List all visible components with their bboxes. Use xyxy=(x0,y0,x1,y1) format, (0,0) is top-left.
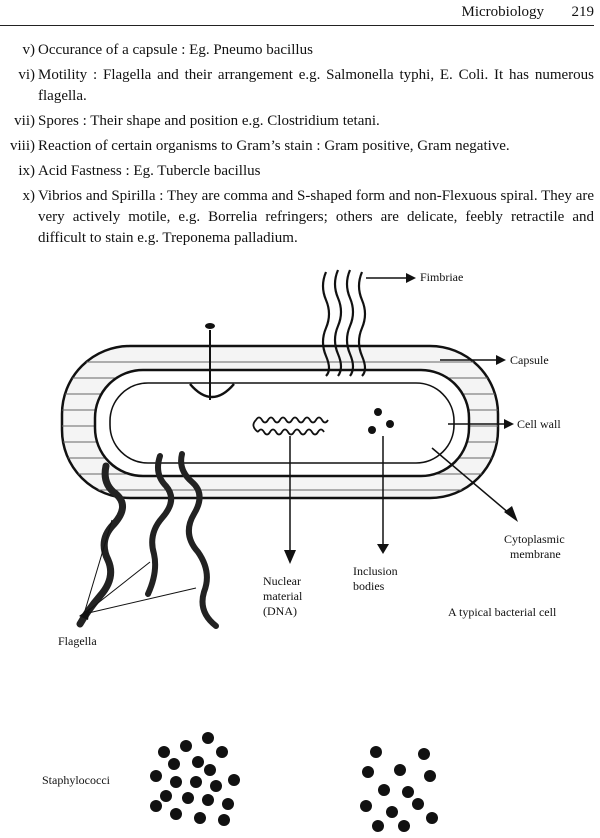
coccus-cell xyxy=(386,806,398,818)
list-item: ix) Acid Fastness : Eg. Tubercle bacillu… xyxy=(0,161,600,182)
header-rule xyxy=(0,25,594,26)
label-staphylococci: Staphylococci xyxy=(42,773,110,787)
list-item: x) Vibrios and Spirilla : They are comma… xyxy=(0,186,600,249)
coccus-cell xyxy=(394,764,406,776)
coccus-cell xyxy=(180,740,192,752)
staphylococci-cluster-right xyxy=(360,746,438,832)
fimbriae-icon xyxy=(321,269,367,377)
coccus-cell xyxy=(218,814,230,826)
staphylococci-cluster-left xyxy=(150,732,240,826)
label-fimbriae: Fimbriae xyxy=(420,270,464,284)
inclusion-bodies-icon xyxy=(368,408,394,434)
item-text: Vibrios and Spirilla : They are comma an… xyxy=(38,188,594,246)
running-header: Microbiology 219 xyxy=(0,0,600,26)
coccus-cell xyxy=(402,786,414,798)
coccus-cell xyxy=(190,776,202,788)
label-capsule: Capsule xyxy=(510,353,549,367)
coccus-cell xyxy=(362,766,374,778)
coccus-cell xyxy=(170,808,182,820)
label-bodies: bodies xyxy=(353,579,385,593)
characteristics-list: v) Occurance of a capsule : Eg. Pneumo b… xyxy=(0,40,600,253)
item-text: Reaction of certain organisms to Gram’s … xyxy=(38,138,510,154)
label-material: material xyxy=(263,589,303,603)
coccus-cell xyxy=(378,784,390,796)
coccus-cell xyxy=(398,820,410,832)
nuclear-material-icon xyxy=(252,416,329,436)
coccus-cell xyxy=(204,764,216,776)
coccus-cell xyxy=(202,794,214,806)
coccus-cell xyxy=(360,800,372,812)
label-inclusion: Inclusion xyxy=(353,564,398,578)
coccus-cell xyxy=(418,748,430,760)
coccus-cell xyxy=(182,792,194,804)
coccus-cell xyxy=(158,746,170,758)
item-number: viii) xyxy=(10,138,35,154)
coccus-cell xyxy=(160,790,172,802)
coccus-cell xyxy=(222,798,234,810)
item-number: v) xyxy=(22,42,36,58)
pit-structure xyxy=(189,383,235,399)
coccus-cell xyxy=(426,812,438,824)
label-cell-wall: Cell wall xyxy=(517,417,561,431)
coccus-cell xyxy=(194,812,206,824)
coccus-cell xyxy=(216,746,228,758)
coccus-cell xyxy=(150,800,162,812)
cytoplasmic-membrane-outline xyxy=(109,382,455,464)
item-text: Occurance of a capsule : Eg. Pneumo baci… xyxy=(38,42,313,58)
coccus-cell xyxy=(372,820,384,832)
list-item: vii) Spores : Their shape and position e… xyxy=(0,111,600,132)
coccus-cell xyxy=(210,780,222,792)
item-number: ix) xyxy=(18,163,35,179)
coccus-cell xyxy=(370,746,382,758)
coccus-cell xyxy=(192,756,204,768)
flagella-icon xyxy=(76,451,219,629)
list-item: v) Occurance of a capsule : Eg. Pneumo b… xyxy=(0,40,600,61)
figure-caption: A typical bacterial cell xyxy=(448,605,557,619)
coccus-cell xyxy=(170,776,182,788)
label-dna: (DNA) xyxy=(263,604,297,618)
item-number: vii) xyxy=(14,113,35,129)
label-membrane: membrane xyxy=(510,547,561,561)
item-text: Acid Fastness : Eg. Tubercle bacillus xyxy=(38,163,261,179)
coccus-cell xyxy=(424,770,436,782)
coccus-cell xyxy=(412,798,424,810)
coccus-cell xyxy=(228,774,240,786)
item-number: vi) xyxy=(18,67,35,83)
item-number: x) xyxy=(22,188,36,204)
label-flagella: Flagella xyxy=(58,634,97,648)
list-item: viii) Reaction of certain organisms to G… xyxy=(0,136,600,157)
coccus-cell xyxy=(150,770,162,782)
coccus-cell xyxy=(202,732,214,744)
list-item: vi) Motility : Flagella and their arrang… xyxy=(0,65,600,107)
item-text: Spores : Their shape and position e.g. C… xyxy=(38,113,380,129)
label-cytoplasmic: Cytoplasmic xyxy=(504,532,565,546)
coccus-cell xyxy=(168,758,180,770)
page-number: 219 xyxy=(571,4,595,20)
label-nuclear: Nuclear xyxy=(263,574,301,588)
header-title: Microbiology xyxy=(461,4,545,20)
item-text: Motility : Flagella and their arrangemen… xyxy=(38,67,594,104)
